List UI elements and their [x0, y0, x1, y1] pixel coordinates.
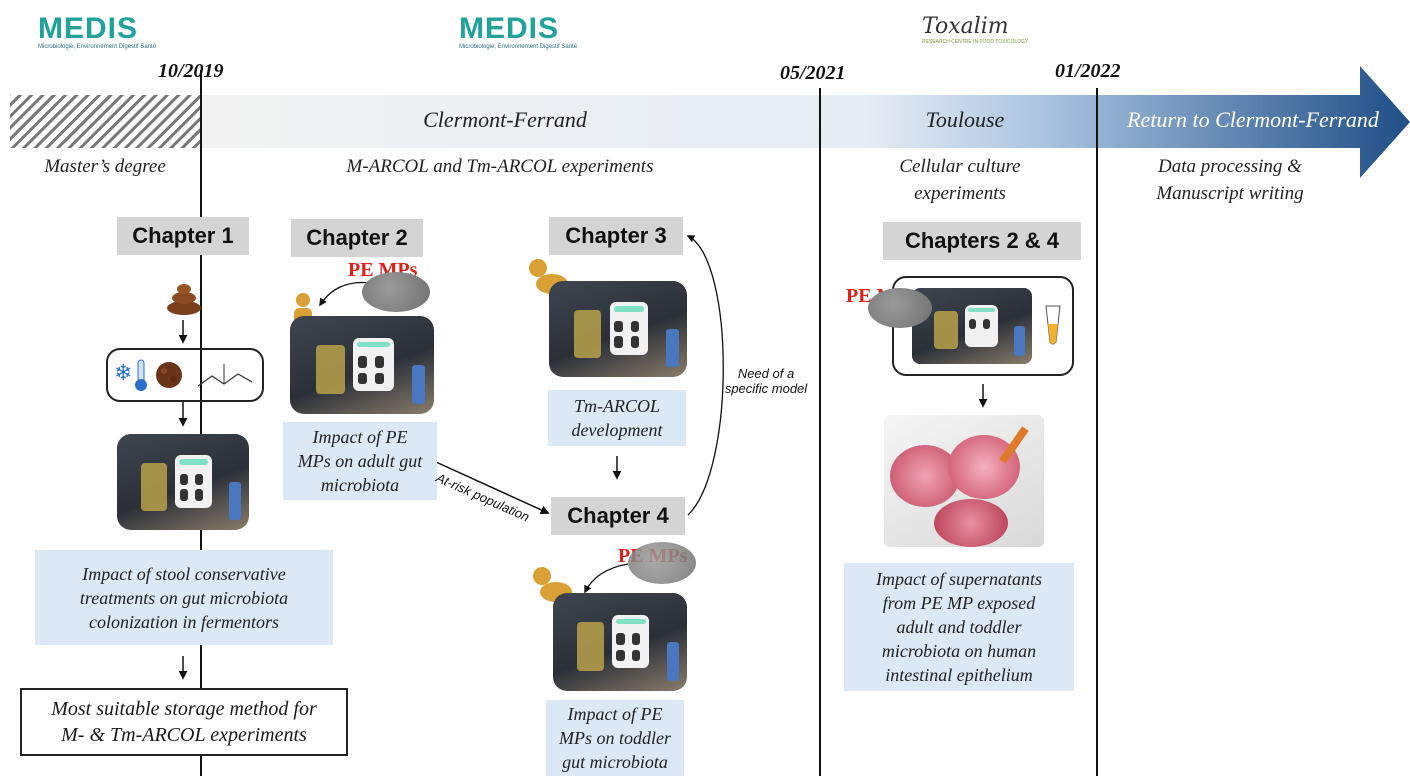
- arrow-need-model: [686, 235, 724, 516]
- treatments-box: ❄: [106, 348, 264, 402]
- fermentor-photo-toulouse: [912, 288, 1032, 364]
- period-clermont: Clermont-Ferrand: [423, 107, 587, 132]
- chapters-2-4-label: Chapters 2 & 4: [883, 222, 1081, 260]
- pe-particle-image-ch4: [628, 542, 696, 584]
- date-2019: 10/2019: [158, 60, 224, 82]
- subtitle-masters: Master’s degree: [44, 156, 166, 177]
- medis-logo-center: MEDIS Microbiologie, Environnement Diges…: [459, 12, 578, 51]
- stool-icon: [165, 278, 203, 321]
- cell-culture-box: [892, 276, 1074, 376]
- chapter-2-label: Chapter 2: [291, 219, 423, 257]
- subtitle-marcol: M-ARCOL and Tm-ARCOL experiments: [346, 156, 654, 177]
- fermentor-photo-ch4: [553, 593, 687, 691]
- chapter-3-label: Chapter 3: [549, 217, 683, 255]
- pe-particle-image-ch2: [362, 272, 430, 312]
- cell-plate-photo: [884, 415, 1044, 547]
- glycerol-icon: [197, 364, 253, 387]
- fermentor-photo-ch2: [290, 316, 434, 414]
- arrow-atrisk: [435, 461, 550, 515]
- date-2021: 05/2021: [780, 62, 846, 84]
- fermentor-photo-ch3: [549, 281, 687, 377]
- masters-hatch: [10, 95, 200, 148]
- period-toulouse: Toulouse: [925, 107, 1005, 132]
- tube-icon: [1045, 305, 1061, 345]
- period-return: Return to Clermont-Ferrand: [1127, 107, 1379, 132]
- lyophilized-stool-icon: [156, 362, 182, 388]
- date-2022: 01/2022: [1055, 60, 1121, 82]
- pe-particle-image-toulouse: [868, 288, 932, 328]
- subtitle-data: Data processing &Manuscript writing: [1156, 156, 1304, 204]
- thermometer-icon: [135, 359, 147, 391]
- arrow-pe-ch4: [584, 563, 629, 594]
- toxalim-logo: Toxalim RESEARCH CENTRE IN FOOD TOXICOLO…: [922, 14, 1029, 45]
- medis-logo-left: MEDIS Microbiologie, Environnement Diges…: [38, 12, 157, 51]
- fermentor-photo-ch1: [117, 434, 249, 530]
- timeline-arrow: [200, 66, 1410, 178]
- freeze-icon: ❄: [114, 360, 133, 385]
- chapter-1-label: Chapter 1: [117, 217, 249, 255]
- chapter-4-label: Chapter 4: [551, 497, 685, 535]
